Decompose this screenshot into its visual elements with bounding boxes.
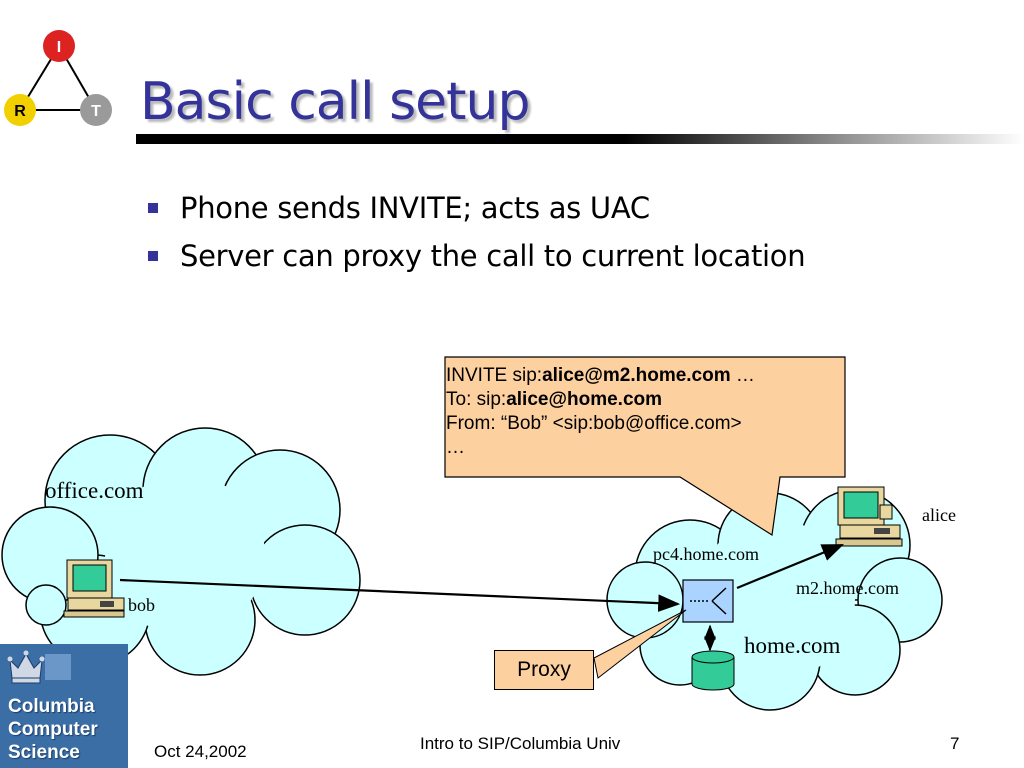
footer-title: Intro to SIP/Columbia Univ: [420, 734, 621, 753]
invite-uri: alice@m2.home.com: [542, 365, 731, 386]
columbia-logo: [0, 644, 128, 768]
bullet-square-icon: [148, 203, 158, 213]
irt-node-t: T: [80, 94, 112, 126]
svg-text:T: T: [91, 103, 101, 120]
logo-line: Science: [8, 742, 80, 763]
invite-prefix: INVITE sip:: [446, 365, 543, 386]
pc4-host-label: pc4.home.com: [653, 544, 759, 564]
invite-ellipsis: …: [730, 365, 755, 386]
footer-date: Oct 24,2002: [154, 742, 247, 761]
invite-line: INVITE sip:alice@m2.home.com …: [446, 364, 840, 388]
proxy-server-icon: [682, 579, 734, 623]
columbia-logo-text: Columbia Computer Science: [8, 695, 98, 764]
irt-node-i: I: [43, 30, 75, 62]
irt-logo: I R T: [4, 30, 112, 126]
proxy-callout-pointer: [593, 609, 687, 679]
home-cloud: [606, 489, 943, 711]
bob-computer-icon: [63, 559, 125, 618]
home-domain-label: home.com: [744, 633, 841, 658]
bob-label: bob: [128, 595, 155, 615]
continuation-line: …: [446, 437, 465, 458]
bullet-text: Server can proxy the call to current loc…: [180, 239, 806, 273]
logo-line: Columbia: [8, 696, 95, 717]
bullet-item: Server can proxy the call to current loc…: [148, 234, 806, 278]
title-underline: [136, 134, 1024, 144]
database-icon: [691, 650, 735, 691]
alice-computer-icon: [835, 486, 903, 547]
logo-shield: [45, 654, 71, 680]
to-uri: alice@home.com: [506, 389, 663, 410]
office-cloud-puff: [25, 584, 67, 626]
office-domain-label: office.com: [45, 478, 144, 503]
logo-line: Computer: [8, 719, 98, 740]
svg-text:R: R: [14, 103, 26, 120]
proxy-label: Proxy: [517, 658, 571, 681]
to-prefix: To: sip:: [446, 389, 507, 410]
bob-to-proxy-arrow: [119, 578, 681, 612]
office-cloud: [1, 427, 361, 676]
page-number: 7: [950, 734, 960, 753]
alice-label: alice: [922, 505, 956, 525]
slide-title: Basic call setup: [140, 72, 531, 132]
from-line: From: “Bob” <sip:bob@office.com>: [446, 413, 742, 434]
bullet-item: Phone sends INVITE; acts as UAC: [148, 186, 650, 230]
proxy-label-box: Proxy: [494, 650, 594, 690]
crown-icon: [7, 650, 45, 684]
proxy-to-alice-arrow: [736, 543, 845, 590]
invite-message-text: INVITE sip:alice@m2.home.com … To: sip:a…: [446, 364, 840, 460]
bullet-text: Phone sends INVITE; acts as UAC: [180, 191, 650, 225]
bullet-square-icon: [148, 251, 158, 261]
irt-node-r: R: [4, 94, 36, 126]
svg-text:I: I: [57, 39, 61, 56]
invite-callout: [444, 356, 846, 537]
to-line: To: sip:alice@home.com: [446, 388, 840, 412]
m2-host-label: m2.home.com: [796, 578, 899, 598]
